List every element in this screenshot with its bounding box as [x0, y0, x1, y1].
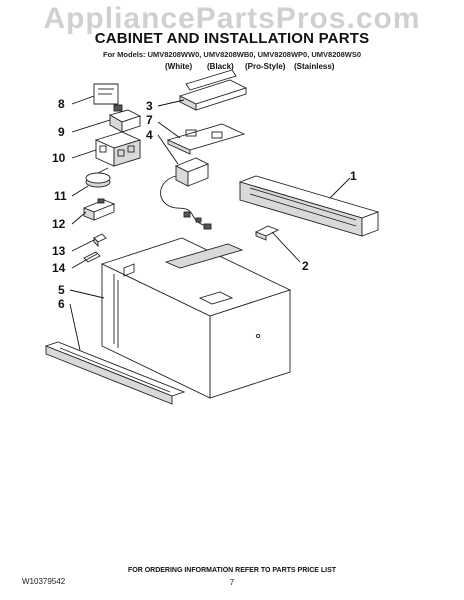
part-12-switch-holder — [82, 198, 116, 221]
part-13-connector — [93, 233, 107, 248]
callout-11: 11 — [54, 189, 67, 203]
part-10-vent-bracket — [94, 131, 142, 167]
callout-13: 13 — [52, 244, 66, 258]
callout-7: 7 — [146, 113, 153, 127]
ordering-note: FOR ORDERING INFORMATION REFER TO PARTS … — [127, 567, 337, 574]
callout-8: 8 — [58, 97, 65, 111]
part-3-upper-bracket — [178, 69, 248, 111]
part-5-cabinet — [100, 237, 292, 399]
part-6-trim-strip — [44, 341, 186, 405]
callout-14: 14 — [52, 261, 66, 275]
part-2-clip — [254, 225, 280, 241]
variant-white: (White) — [165, 62, 193, 71]
callout-12: 12 — [52, 217, 66, 231]
callout-9: 9 — [58, 125, 65, 139]
part-9-bracket — [108, 104, 142, 133]
part-1-rail — [238, 175, 380, 237]
variant-stainless: (Stainless) — [294, 62, 335, 71]
page-title: CABINET AND INSTALLATION PARTS — [94, 30, 370, 47]
variant-black: (Black) — [207, 62, 234, 71]
part-11-round-damper — [85, 167, 111, 188]
watermark: AppliancePartsPros.com — [43, 2, 421, 35]
callout-1: 1 — [350, 169, 357, 183]
document-number: W10379542 — [22, 577, 66, 586]
callout-5: 5 — [58, 283, 65, 297]
part-8-label-card — [93, 83, 119, 105]
variant-pro-style: (Pro-Style) — [245, 62, 286, 71]
part-14-clip — [83, 251, 101, 263]
callout-numbers: 1 2 3 4 5 6 7 8 9 10 11 12 13 14 — [52, 97, 357, 311]
part-7-mounting-plate — [166, 123, 246, 155]
callout-6: 6 — [58, 297, 65, 311]
models-line: For Models: UMV8208WW0, UMV8208WB0, UMV8… — [103, 50, 361, 59]
callout-10: 10 — [52, 151, 66, 165]
callout-2: 2 — [302, 259, 309, 273]
model-variants: (White) (Black) (Pro-Style) (Stainless) — [0, 62, 464, 74]
part-4-switch-assembly — [160, 157, 212, 230]
callout-3: 3 — [146, 99, 153, 113]
leader-lines — [69, 95, 351, 351]
page-number: 7 — [229, 578, 235, 587]
callout-4: 4 — [146, 128, 153, 142]
